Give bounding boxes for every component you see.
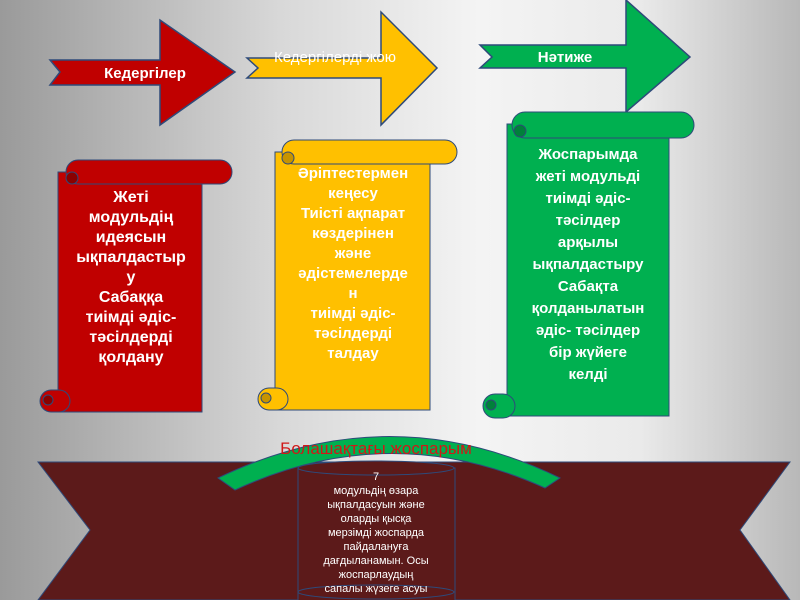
scroll-yellow — [257, 139, 458, 411]
future-plan-title: Болашақтағы жоспарым — [280, 439, 472, 458]
text-line: тиімді әдіс- — [310, 305, 396, 322]
scroll-green-text: Жоспарымда жеті модульді тиімді әдіс-тәсіл… — [507, 144, 669, 386]
text-line: Сабаққа — [98, 289, 164, 306]
arrow-yellow — [245, 10, 439, 127]
text-line: әдіс- тәсілдер — [535, 322, 641, 339]
text-line: Тиісті ақпарат — [300, 205, 406, 222]
arrow-label-remove-obstacles: Кедергілерді жою — [274, 49, 396, 66]
arrow-label-obstacles: Кедергілер — [104, 65, 186, 82]
scroll-green — [482, 111, 695, 419]
text-line: пайдалануға — [343, 541, 409, 553]
text-line: жеті модульді — [535, 168, 641, 185]
text-line: тиімді әдіс- — [545, 190, 631, 207]
text-line: келді — [568, 366, 608, 383]
text-line: тәсілдерді — [89, 329, 173, 346]
text-line: ықпалдастыр — [76, 249, 186, 266]
text-line: талдау — [327, 345, 379, 362]
text-line: арқылы — [557, 234, 619, 251]
text-line: жоспарлаудың — [338, 569, 414, 581]
text-line: қолданылатын — [531, 300, 645, 317]
text-line: тәсілдер — [555, 212, 621, 229]
text-line: тиімді әдіс- — [85, 309, 177, 326]
text-line: сапалы жүзеге асуы — [324, 583, 428, 595]
scroll-red — [39, 159, 233, 413]
text-line: және — [334, 245, 372, 262]
arrow-label-result: Нәтиже — [537, 49, 593, 66]
text-line: ықпалдасуын және — [327, 499, 425, 511]
text-line: тәсілдерді — [313, 325, 393, 342]
text-line: әдістемелерде — [298, 265, 408, 282]
text-line: қолдану — [98, 349, 164, 366]
text-line: Жоспарымда — [538, 146, 638, 163]
text-line: дағдыланамын. Осы — [323, 555, 429, 567]
text-line: ықпалдастыру — [532, 256, 644, 273]
text-line: модульдің — [88, 209, 174, 226]
text-line: оларды қысқа — [340, 513, 412, 525]
text-line: 7 — [372, 471, 380, 483]
text-line: идеясын — [95, 229, 167, 246]
green-arc — [217, 436, 562, 491]
text-line: бір жүйеге — [549, 344, 627, 361]
text-line: Әріптестермен — [297, 165, 409, 182]
text-line: Жеті — [113, 189, 149, 206]
text-line: модульдің өзара — [333, 485, 419, 497]
text-line: у — [126, 269, 136, 286]
text-line: Сабақта — [557, 278, 619, 295]
text-line: көздерінен — [312, 225, 394, 242]
future-plan-text: 7 модульдің өзара ықпалдасуын және оларды қ… — [300, 470, 452, 596]
text-line: н — [348, 285, 358, 302]
text-line: кеңесу — [328, 185, 378, 202]
cylinder-shape — [297, 460, 456, 600]
arrow-red — [48, 18, 237, 127]
text-line: мерзімді жоспарда — [327, 527, 425, 539]
